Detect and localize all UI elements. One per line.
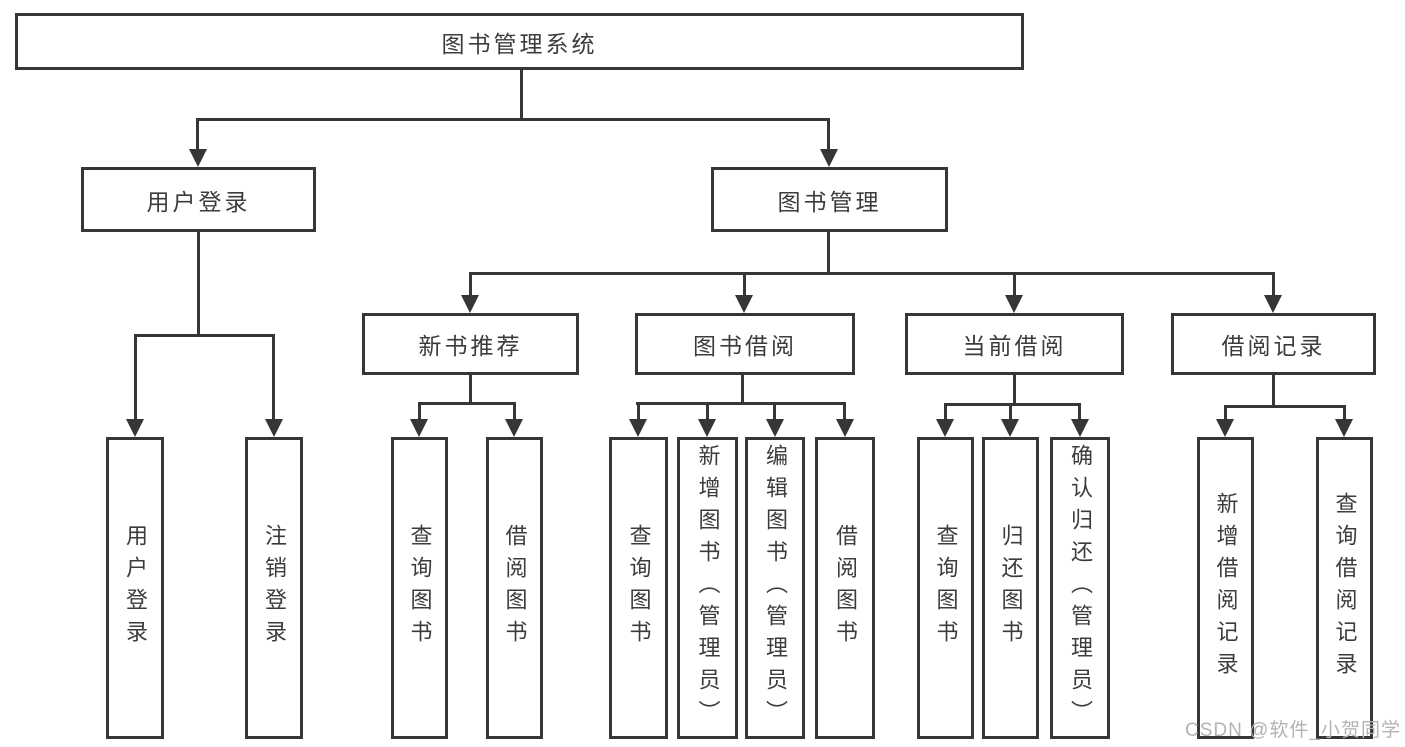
connector-book-management-split bbox=[469, 272, 1274, 275]
leaf-query-books-recommend-label: 查询图书 bbox=[407, 524, 433, 652]
connector-to-book-management bbox=[827, 118, 830, 152]
leaf-edit-book-admin-label: 编辑图书（管理员） bbox=[763, 444, 788, 732]
connector-to-leaf bbox=[418, 402, 421, 422]
arrowhead-icon bbox=[461, 295, 479, 313]
node-new-book-recommendation: 新书推荐 bbox=[362, 313, 579, 375]
leaf-query-books-borrowing: 查询图书 bbox=[609, 437, 668, 739]
leaf-query-borrow-record: 查询借阅记录 bbox=[1316, 437, 1373, 739]
arrowhead-icon bbox=[698, 419, 716, 437]
leaf-add-borrow-record-label: 新增借阅记录 bbox=[1213, 492, 1239, 684]
leaf-query-books-current-label: 查询图书 bbox=[933, 524, 959, 652]
leaf-query-books-current: 查询图书 bbox=[917, 437, 974, 739]
arrowhead-icon bbox=[735, 295, 753, 313]
connector-current-borrowing-stem bbox=[1013, 375, 1016, 406]
leaf-user-login-label: 用户登录 bbox=[123, 524, 148, 652]
connector-to-leaf bbox=[637, 402, 640, 422]
arrowhead-icon bbox=[265, 419, 283, 437]
leaf-confirm-return-admin: 确认归还（管理员） bbox=[1050, 437, 1110, 739]
leaf-return-book: 归还图书 bbox=[982, 437, 1039, 739]
leaf-return-book-label: 归还图书 bbox=[998, 524, 1024, 652]
connector-to-leaf bbox=[944, 403, 947, 422]
connector-to-leaf bbox=[843, 402, 846, 422]
connector-to-leaf bbox=[706, 402, 709, 422]
leaf-borrow-books-recommend-label: 借阅图书 bbox=[502, 524, 528, 652]
node-user-login-label: 用户登录 bbox=[146, 188, 251, 215]
arrowhead-icon bbox=[1071, 419, 1089, 437]
connector-to-current-borrowing bbox=[1013, 272, 1016, 298]
node-new-book-recommendation-label: 新书推荐 bbox=[418, 333, 523, 359]
node-borrowing-records-label: 借阅记录 bbox=[1221, 333, 1326, 359]
arrowhead-icon bbox=[1335, 419, 1353, 437]
leaf-user-login: 用户登录 bbox=[106, 437, 164, 739]
leaf-borrow-books-recommend: 借阅图书 bbox=[486, 437, 543, 739]
node-user-login: 用户登录 bbox=[81, 167, 316, 232]
connector-to-new-book-recommendation bbox=[469, 272, 472, 298]
arrowhead-icon bbox=[820, 149, 838, 167]
connector-to-user-login bbox=[196, 118, 199, 152]
arrowhead-icon bbox=[126, 419, 144, 437]
arrowhead-icon bbox=[1005, 295, 1023, 313]
leaf-confirm-return-admin-label: 确认归还（管理员） bbox=[1068, 444, 1093, 732]
node-book-borrowing: 图书借阅 bbox=[635, 313, 855, 375]
arrowhead-icon bbox=[189, 149, 207, 167]
connector-root-split bbox=[196, 118, 829, 121]
connector-book-borrowing-split bbox=[636, 402, 846, 405]
connector-user-login-split bbox=[134, 334, 275, 337]
node-current-borrowing-label: 当前借阅 bbox=[962, 333, 1067, 359]
connector-to-leaf bbox=[1224, 405, 1227, 422]
connector-book-management-stem bbox=[827, 232, 830, 275]
connector-new-book-split bbox=[418, 402, 516, 405]
node-book-management-label: 图书管理 bbox=[777, 188, 882, 215]
connector-to-leaf bbox=[1009, 403, 1012, 422]
node-book-management: 图书管理 bbox=[711, 167, 948, 232]
connector-to-leaf bbox=[1343, 405, 1346, 422]
leaf-query-borrow-record-label: 查询借阅记录 bbox=[1332, 492, 1358, 684]
arrowhead-icon bbox=[766, 419, 784, 437]
leaf-borrow-books-borrowing-label: 借阅图书 bbox=[833, 524, 858, 652]
connector-borrowing-records-stem bbox=[1272, 375, 1275, 408]
connector-to-leaf bbox=[513, 402, 516, 422]
connector-root-stem bbox=[520, 70, 523, 120]
connector-to-leaf-logout bbox=[272, 334, 275, 422]
csdn-watermark: CSDN @软件_小贺同学 bbox=[1185, 720, 1401, 741]
arrowhead-icon bbox=[836, 419, 854, 437]
arrowhead-icon bbox=[410, 419, 428, 437]
leaf-add-book-admin-label: 新增图书（管理员） bbox=[695, 444, 721, 732]
connector-to-leaf-user-login bbox=[134, 334, 137, 422]
node-root-label: 图书管理系统 bbox=[441, 30, 598, 57]
leaf-add-book-admin: 新增图书（管理员） bbox=[677, 437, 738, 739]
leaf-borrow-books-borrowing: 借阅图书 bbox=[815, 437, 875, 739]
connector-new-book-stem bbox=[469, 375, 472, 405]
connector-book-borrowing-stem bbox=[741, 375, 744, 405]
arrowhead-icon bbox=[1001, 419, 1019, 437]
arrowhead-icon bbox=[505, 419, 523, 437]
arrowhead-icon bbox=[1216, 419, 1234, 437]
leaf-logout-label: 注销登录 bbox=[262, 524, 287, 652]
connector-to-leaf bbox=[773, 402, 776, 422]
node-borrowing-records: 借阅记录 bbox=[1171, 313, 1376, 375]
arrowhead-icon bbox=[1264, 295, 1282, 313]
node-book-borrowing-label: 图书借阅 bbox=[693, 333, 797, 359]
leaf-add-borrow-record: 新增借阅记录 bbox=[1197, 437, 1254, 739]
connector-current-borrowing-split bbox=[944, 403, 1081, 406]
connector-to-book-borrowing bbox=[743, 272, 746, 298]
connector-to-borrowing-records bbox=[1272, 272, 1275, 298]
node-current-borrowing: 当前借阅 bbox=[905, 313, 1124, 375]
arrowhead-icon bbox=[936, 419, 954, 437]
leaf-edit-book-admin: 编辑图书（管理员） bbox=[745, 437, 805, 739]
leaf-logout: 注销登录 bbox=[245, 437, 303, 739]
node-root: 图书管理系统 bbox=[15, 13, 1024, 70]
leaf-query-books-borrowing-label: 查询图书 bbox=[626, 524, 652, 652]
connector-user-login-stem bbox=[197, 232, 200, 336]
connector-borrowing-records-split bbox=[1224, 405, 1346, 408]
arrowhead-icon bbox=[629, 419, 647, 437]
leaf-query-books-recommend: 查询图书 bbox=[391, 437, 448, 739]
connector-to-leaf bbox=[1078, 403, 1081, 422]
